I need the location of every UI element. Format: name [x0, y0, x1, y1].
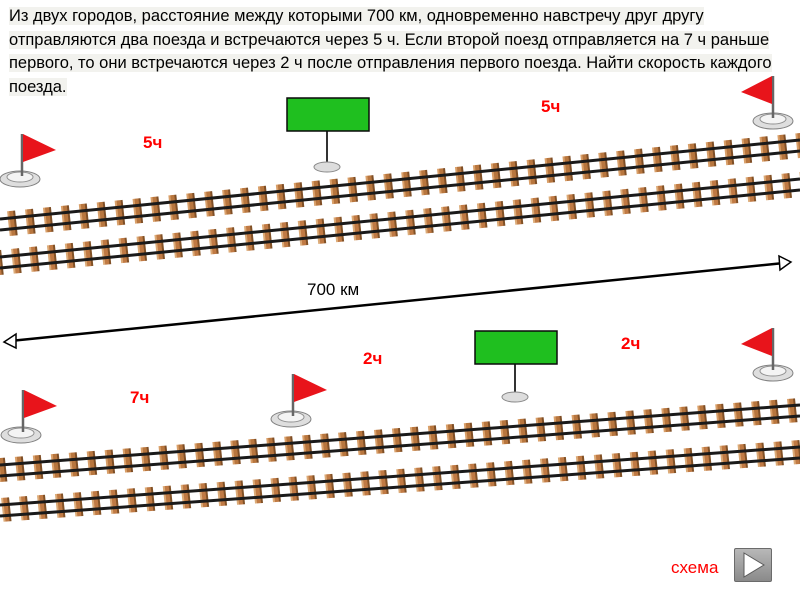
time-label-lower-right: 2ч	[621, 334, 640, 354]
time-label-upper-right: 5ч	[541, 97, 560, 117]
schema-link[interactable]: схема	[671, 558, 718, 578]
distance-arrow	[4, 256, 791, 348]
flag-icon	[0, 134, 56, 187]
problem-text: Из двух городов, расстояние между которы…	[9, 7, 772, 96]
meeting-sign-icon	[475, 331, 557, 402]
flag-icon	[271, 374, 327, 427]
problem-statement: Из двух городов, расстояние между которы…	[9, 5, 779, 99]
time-label-upper-left: 5ч	[143, 133, 162, 153]
next-slide-button[interactable]	[734, 548, 772, 582]
time-label-lower-left: 7ч	[130, 388, 149, 408]
distance-label: 700 км	[307, 280, 359, 300]
meeting-sign-icon	[287, 98, 369, 172]
next-arrow-icon	[735, 549, 771, 581]
flag-icon	[1, 390, 57, 443]
flag-icon	[741, 328, 793, 381]
time-label-lower-middle: 2ч	[363, 349, 382, 369]
